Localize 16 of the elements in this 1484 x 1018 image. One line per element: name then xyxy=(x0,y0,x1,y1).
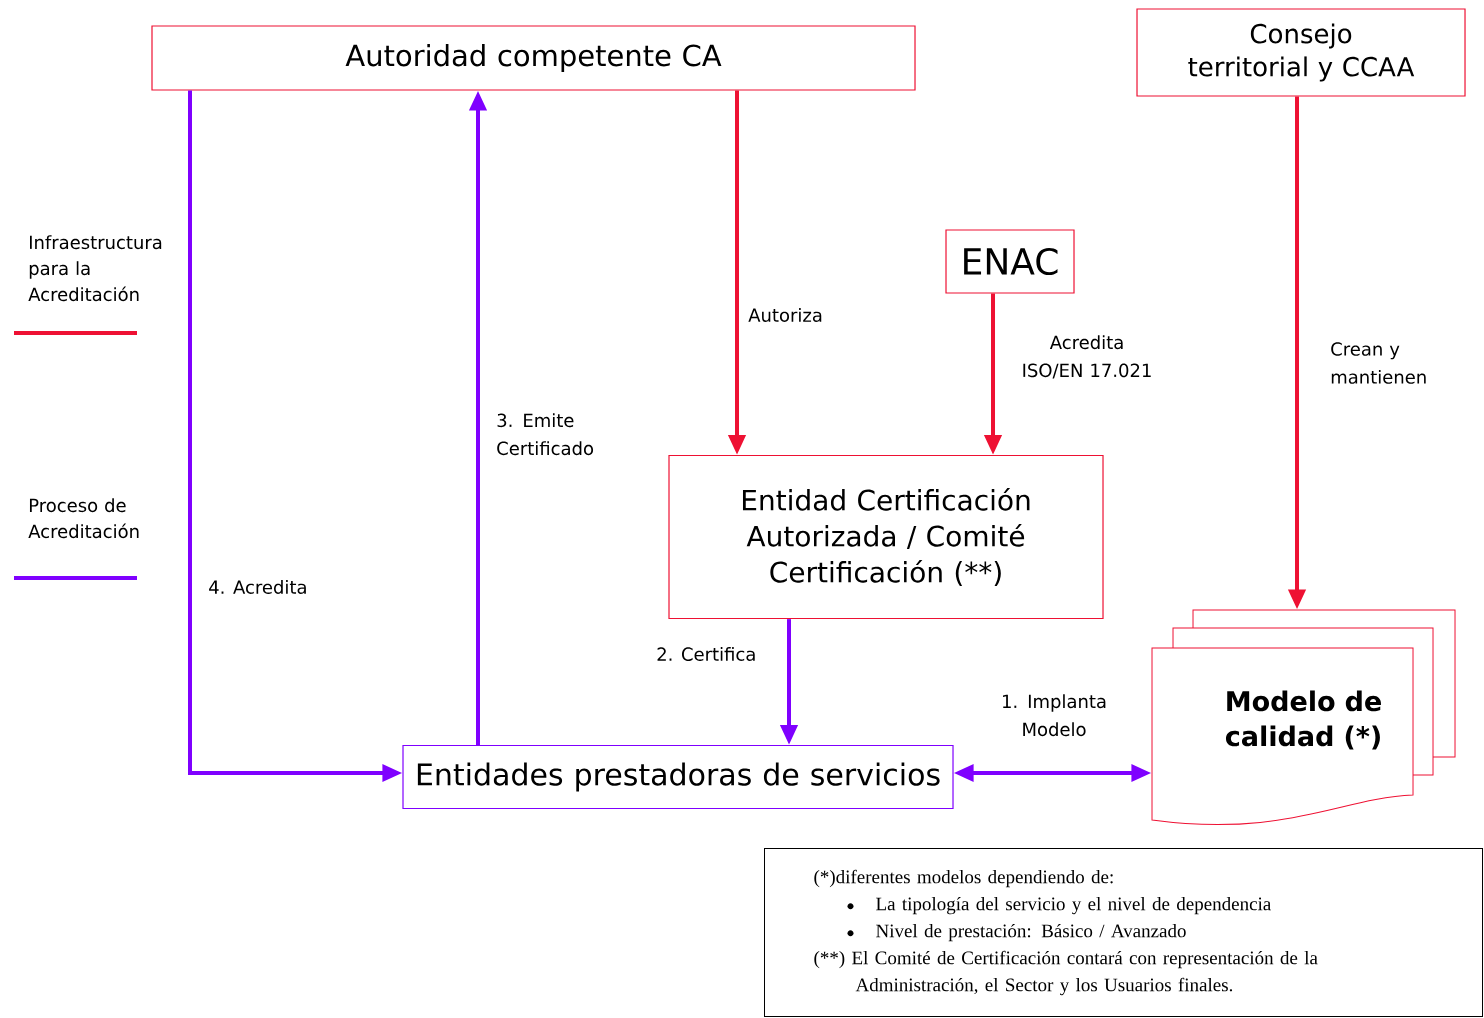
legend-label: Proceso de Acreditación xyxy=(28,498,139,539)
legend-label: Infraestructura para la Acreditación xyxy=(28,235,162,302)
document-stack: Modelo de calidad (*) xyxy=(1151,609,1456,826)
council-box: Consejo territorial y CCAA xyxy=(1136,8,1466,97)
edge-label: 2. Certifica xyxy=(657,647,755,661)
edge-label: 3. Emite Certificado xyxy=(497,413,594,456)
edge-label: Autoriza xyxy=(748,308,822,322)
edge-label: 1. Implanta Modelo xyxy=(1003,694,1106,737)
provider-box: Entidades prestadoras de servicios xyxy=(402,744,954,810)
edge-label: 4. Acredita xyxy=(209,580,306,594)
note-box: (*)diferentes modelos dependiendo de: La tipología del servicio y el nivel de dependencia Nivel de prestación: Básico / Avanzado (**) El Comité de Certificación contará con representación de la Administración, el Sector y los Usuarios finales. xyxy=(764,848,1483,1017)
certification-box: Entidad Certificación Autorizada / Comité Certificación (**) xyxy=(668,454,1104,620)
accreditation-body-box: ENAC xyxy=(945,229,1075,294)
authority-box: Autoridad competente CA xyxy=(151,25,916,91)
edge-label: Acredita ISO/EN 17.021 xyxy=(1023,335,1151,379)
edge-label: Crean y mantienen xyxy=(1331,342,1426,384)
